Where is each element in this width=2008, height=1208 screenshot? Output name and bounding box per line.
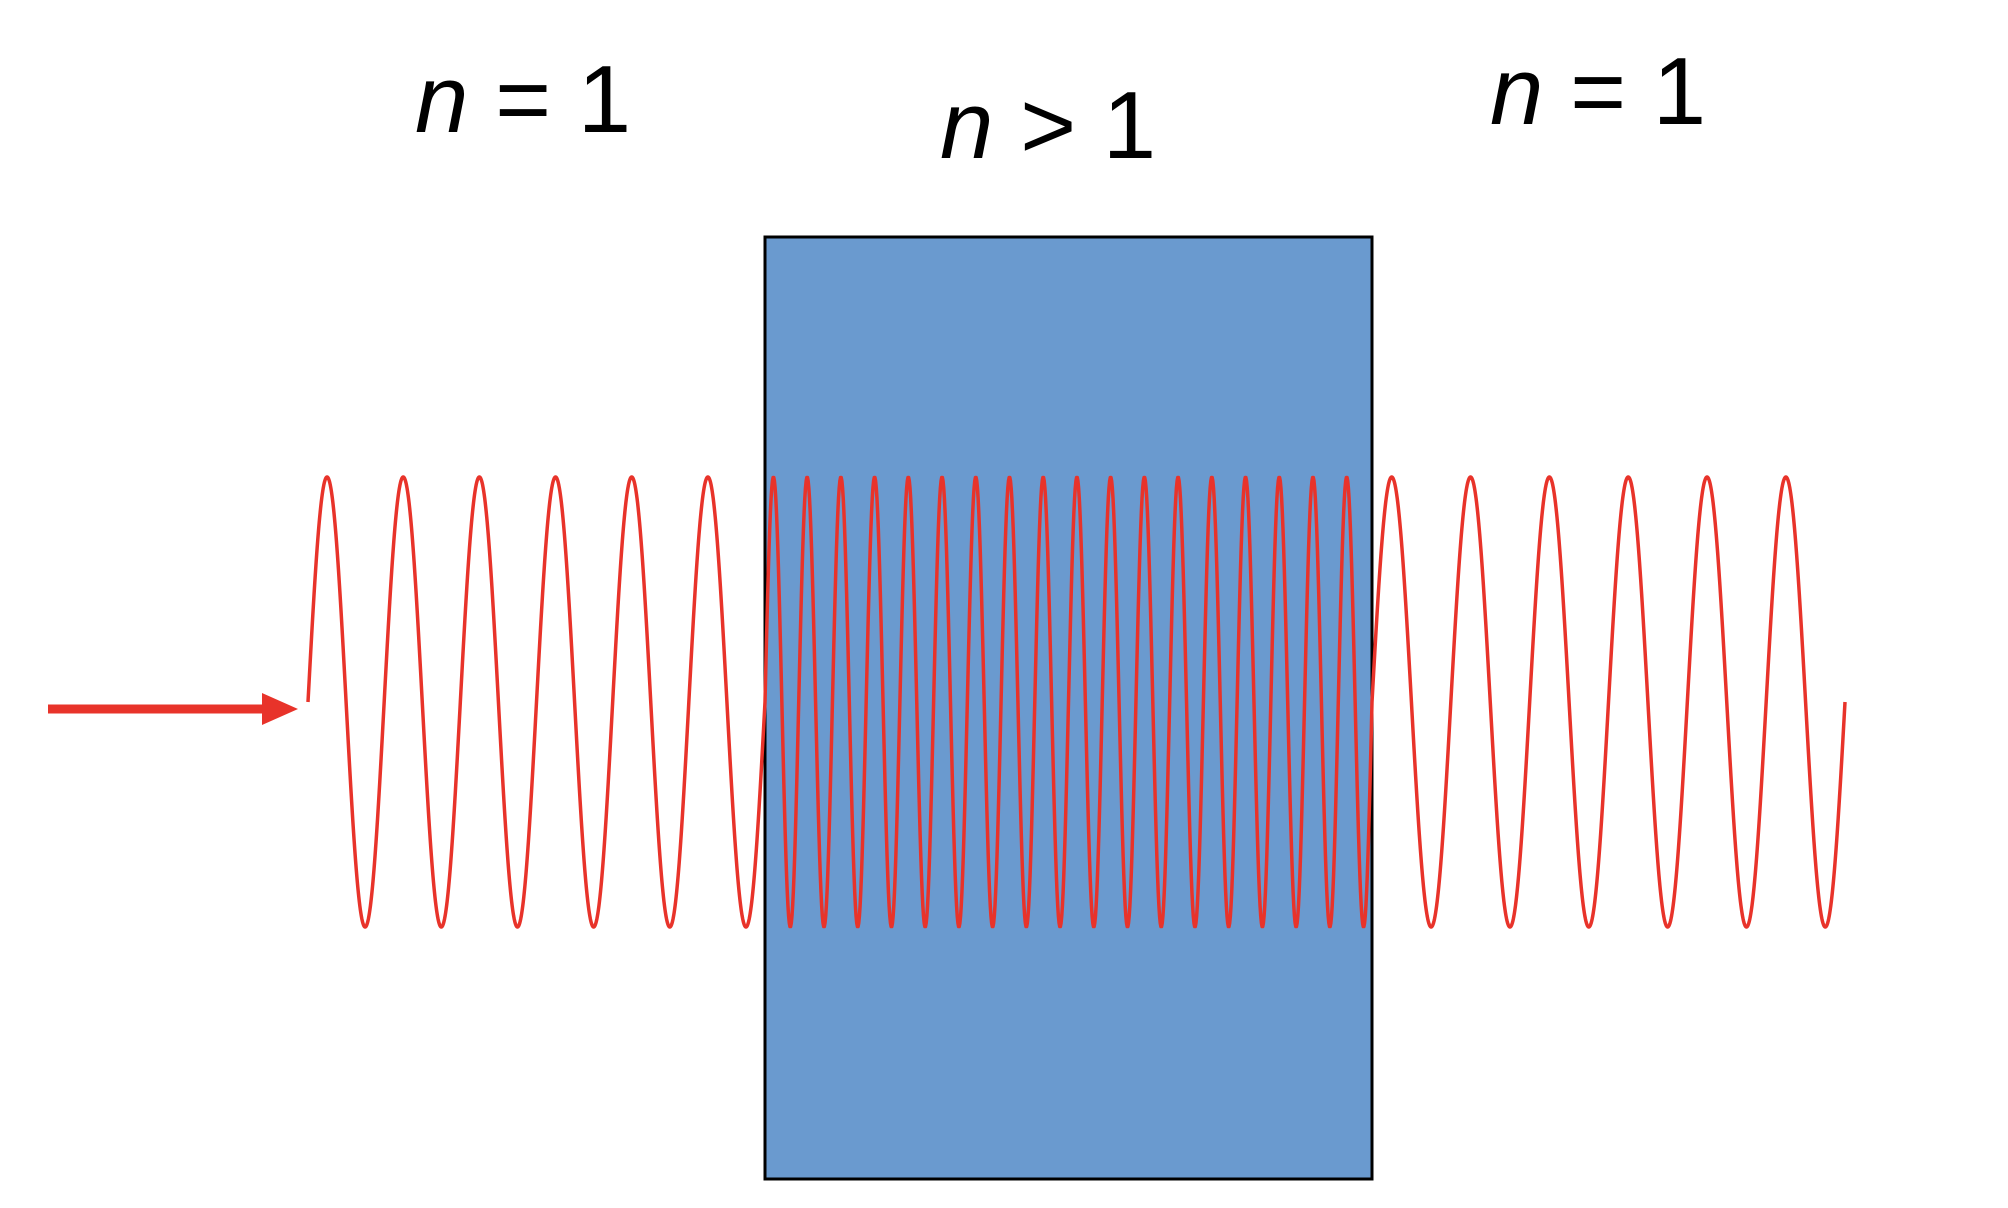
refractive-index-label-medium: n > 1 [940, 78, 1156, 174]
index-relation: = 1 [468, 46, 632, 153]
light-wave [306, 475, 1847, 929]
index-variable: n [1490, 38, 1544, 145]
refractive-index-label-right: n = 1 [1490, 44, 1706, 140]
index-variable: n [940, 72, 994, 179]
refractive-index-label-left: n = 1 [415, 52, 631, 148]
index-relation: = 1 [1543, 38, 1707, 145]
right-arrow-icon [262, 693, 298, 725]
index-variable: n [415, 46, 469, 153]
index-relation: > 1 [993, 72, 1157, 179]
